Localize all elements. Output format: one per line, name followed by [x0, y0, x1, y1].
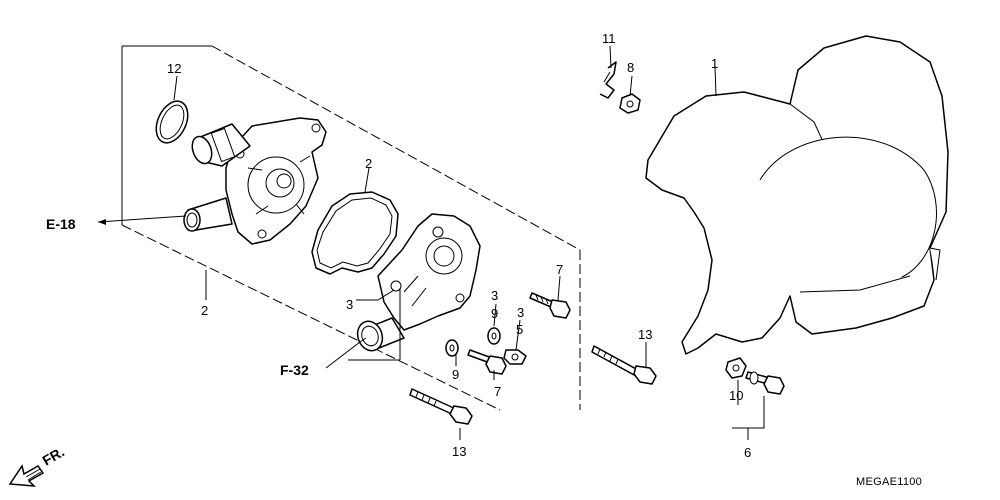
grommet-10: [725, 357, 747, 379]
water-pump: [183, 117, 327, 245]
bolt-7-upper: [529, 292, 571, 319]
callout-5[interactable]: 5: [516, 322, 523, 337]
front-direction-indicator: FR.: [8, 443, 68, 487]
callout-3-left[interactable]: 3: [346, 297, 353, 312]
callout-12[interactable]: 12: [167, 61, 181, 76]
callout-7-upper[interactable]: 7: [556, 262, 563, 277]
e18-reference: E-18: [46, 215, 187, 232]
bolt-set-6: [745, 371, 785, 395]
clip: [599, 61, 617, 99]
long-bolt-13-right: [591, 345, 657, 385]
callout-2-assembly[interactable]: 2: [201, 303, 208, 318]
callout-13-left[interactable]: 13: [452, 444, 466, 459]
bolt-5: [503, 349, 527, 365]
diagram-code: MEGAE1100: [856, 476, 922, 488]
arrow-head-icon: [98, 219, 106, 225]
callout-6[interactable]: 6: [744, 445, 751, 460]
callout-7-lower[interactable]: 7: [494, 384, 501, 399]
leader-lines: [173, 45, 765, 440]
callout-3-right[interactable]: 3: [517, 305, 524, 320]
e18-label[interactable]: E-18: [46, 216, 76, 232]
bolt-7-lower: [467, 349, 507, 375]
callout-1[interactable]: 1: [711, 56, 718, 71]
callout-13-right[interactable]: 13: [638, 327, 652, 342]
o-ring: [155, 100, 189, 144]
f32-reference: F-32: [280, 362, 309, 378]
callout-2-gasket[interactable]: 2: [365, 156, 372, 171]
assembly-outline: [121, 45, 581, 411]
callout-numbers: 1 2 2 3 3 3 5 6 7 7 8 9 9 10 11 12 13 13: [167, 31, 751, 460]
washer-9-lower: [445, 339, 459, 357]
callout-9-upper[interactable]: 9: [491, 306, 498, 321]
callout-3-middle[interactable]: 3: [491, 288, 498, 303]
f32-label[interactable]: F-32: [280, 362, 309, 378]
nut-8: [619, 93, 641, 114]
pump-cover: [356, 213, 481, 352]
washer-9-upper: [487, 327, 501, 345]
callout-8[interactable]: 8: [627, 60, 634, 75]
front-label: FR.: [40, 443, 68, 468]
front-arrow-icon: [8, 464, 45, 487]
long-bolt-13-left: [409, 388, 473, 425]
engine-cover: [645, 35, 949, 355]
gasket: [311, 191, 399, 275]
callout-10[interactable]: 10: [729, 388, 743, 403]
callout-9-lower[interactable]: 9: [452, 367, 459, 382]
callout-11[interactable]: 11: [602, 31, 616, 46]
